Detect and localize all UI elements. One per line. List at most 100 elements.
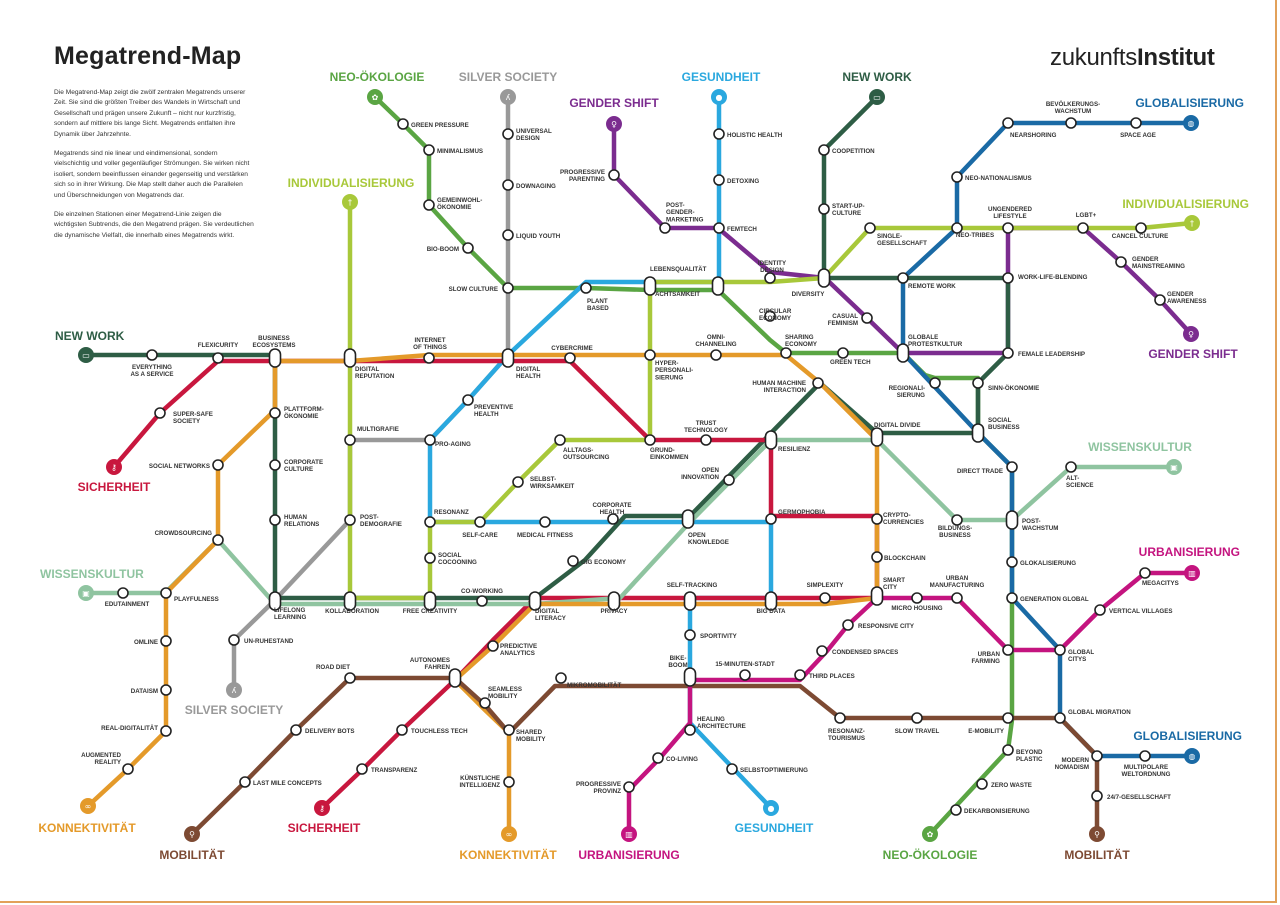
terminal-gender[interactable]: ♀GENDER SHIFT: [569, 96, 659, 132]
station[interactable]: FREE CREATIVITY: [403, 591, 458, 615]
terminal-health[interactable]: ●GESUNDHEIT: [735, 800, 814, 835]
terminal-indiv[interactable]: †INDIVIDUALISIERUNG: [288, 176, 415, 210]
station[interactable]: START-UP-CULTURE: [818, 203, 865, 217]
station[interactable]: GLOKALISIERUNG: [1006, 556, 1076, 568]
station[interactable]: CO-WORKING: [461, 588, 503, 607]
station[interactable]: GLOBAL MIGRATION: [1054, 709, 1131, 724]
line-konn[interactable]: [85, 352, 880, 837]
station[interactable]: KOLLABORATION: [325, 591, 379, 615]
line-security[interactable]: [111, 358, 880, 811]
station[interactable]: CYBERCRIME: [551, 345, 593, 364]
station[interactable]: SINN-ÖKONOMIE: [972, 377, 1039, 392]
station[interactable]: POST-DEMOGRAFIE: [344, 514, 402, 528]
station[interactable]: OMNI-CHANNELING: [695, 334, 737, 361]
station[interactable]: SPACE AGE: [1120, 117, 1156, 139]
station[interactable]: MIKROMOBILITÄT: [555, 672, 622, 689]
station[interactable]: ALLTAGS-OUTSOURCING: [554, 434, 610, 461]
terminal-mobil[interactable]: ⚲MOBILITÄT: [159, 826, 225, 862]
station[interactable]: VERTICAL VILLAGES: [1094, 604, 1173, 616]
station[interactable]: UN-RUHESTAND: [228, 634, 294, 646]
station[interactable]: ROAD DIET: [316, 664, 356, 684]
station[interactable]: DIVERSITY: [792, 268, 831, 298]
terminal-wissen[interactable]: ▣WISSENSKULTUR: [40, 567, 144, 601]
station[interactable]: EDUTAINMENT: [105, 587, 150, 608]
station[interactable]: HOLISTIC HEALTH: [713, 128, 783, 140]
station[interactable]: LEBENSQUALITÄT: [643, 266, 707, 296]
station[interactable]: TOUCHLESS TECH: [396, 724, 468, 736]
terminal-security[interactable]: ⚷SICHERHEIT: [288, 800, 361, 835]
terminal-global[interactable]: ◍GLOBALISIERUNG: [1133, 729, 1242, 764]
station[interactable]: CO-LIVING: [652, 752, 698, 764]
station[interactable]: NEO-NATIONALISMUS: [951, 171, 1032, 183]
terminal-security[interactable]: ⚷SICHERHEIT: [78, 459, 151, 494]
station[interactable]: CRYPTO-CURRENCIES: [871, 512, 924, 526]
station[interactable]: RESPONSIVE CITY: [842, 619, 915, 631]
station[interactable]: FEMTECH: [713, 222, 757, 234]
terminal-newwork[interactable]: ▭NEW WORK: [842, 70, 912, 105]
station[interactable]: SLOW TRAVEL: [895, 712, 940, 735]
station[interactable]: CONDENSED SPACES: [816, 645, 898, 657]
station[interactable]: RESILIENZ: [764, 430, 811, 453]
terminal-newwork[interactable]: ▭NEW WORK: [55, 329, 125, 363]
terminal-wissen[interactable]: ▣WISSENSKULTUR: [1088, 440, 1192, 475]
station[interactable]: GIG ECONOMY: [567, 555, 627, 567]
station[interactable]: BIKE-BOOM: [668, 655, 697, 687]
station[interactable]: MULTIGRAFIE: [344, 426, 399, 446]
station[interactable]: REGIONALI-SIERUNG: [889, 377, 941, 399]
station[interactable]: REAL-DIGITALITÄT: [101, 725, 172, 737]
terminal-neo[interactable]: ✿NEO-ÖKOLOGIE: [883, 826, 978, 862]
station[interactable]: PRO-AGING: [424, 434, 471, 448]
station[interactable]: 15-MINUTEN-STADT: [715, 661, 775, 681]
station[interactable]: NEARSHORING: [1002, 117, 1057, 139]
station[interactable]: DEKARBONISIERUNG: [950, 804, 1030, 816]
terminal-gender[interactable]: ♀GENDER SHIFT: [1148, 326, 1238, 361]
station[interactable]: BEVÖLKERUNGS-WACHSTUM: [1046, 101, 1100, 129]
station[interactable]: DIGITAL DIVIDE: [870, 422, 921, 447]
terminal-konn[interactable]: ∞KONNEKTIVITÄT: [459, 826, 557, 862]
station[interactable]: BIO-BOOM: [427, 242, 474, 254]
station[interactable]: THIRD PLACES: [794, 669, 855, 681]
station[interactable]: GRUND-EINKOMMEN: [644, 434, 689, 461]
station[interactable]: SELBSTOPTIMIERUNG: [726, 763, 808, 775]
station[interactable]: RESONANZ: [424, 509, 469, 528]
station[interactable]: GERMOPHOBIA: [765, 509, 826, 525]
station[interactable]: BILDUNGS-BUSINESS: [938, 514, 972, 539]
station[interactable]: LAST MILE CONCEPTS: [239, 776, 322, 788]
station[interactable]: MICRO HOUSING: [891, 592, 943, 612]
station[interactable]: TRANSPARENZ: [356, 763, 418, 775]
terminal-health[interactable]: ●GESUNDHEIT: [682, 70, 761, 105]
terminal-urban[interactable]: ▥URBANISIERUNG: [578, 826, 680, 862]
station[interactable]: DELIVERY BOTS: [290, 724, 355, 736]
station[interactable]: MINIMALISMUS: [423, 144, 483, 156]
terminal-urban[interactable]: ▥URBANISIERUNG: [1139, 545, 1240, 581]
